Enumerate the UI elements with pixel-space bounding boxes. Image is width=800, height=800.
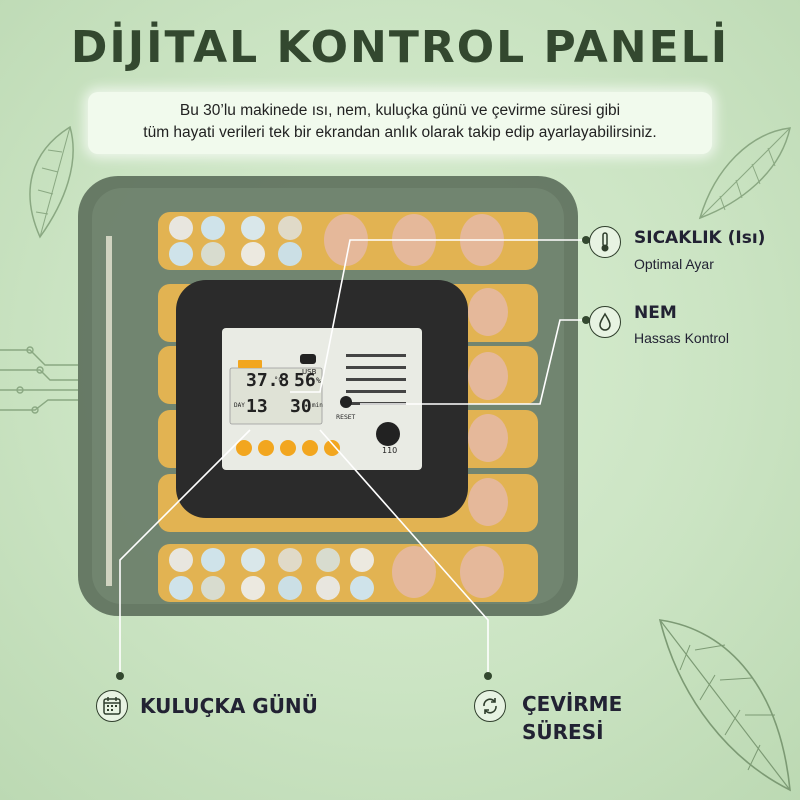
power-switch [376,422,400,446]
description-line-1: Bu 30’lu makinede ısı, nem, kuluçka günü… [179,102,621,119]
lcd-day-label: DAY [234,402,245,409]
incubation-day-title: KULUÇKA GÜNÜ [140,694,318,718]
leaf-decoration-left [29,125,74,239]
lcd-readouts: 37.8 °C 56 % DAY 13 30 min [232,368,324,424]
reset-button [340,396,352,408]
lcd-temperature-unit: °C [274,376,283,384]
reset-label: RESET [336,414,356,421]
humidity-subtitle: Hassas Kontrol [634,330,729,346]
turning-time-title-line-2: SÜRESİ [522,720,604,744]
thermometer-icon [589,226,621,258]
humidity-title: NEM [634,303,677,323]
lcd-minutes: 30 [290,396,312,417]
usb-label: USB [302,368,317,376]
temperature-title: SICAKLIK (Isı) [634,228,766,248]
lcd-humidity-unit: % [316,376,321,385]
water-drop-icon [589,306,621,338]
lcd-minutes-unit: min [312,402,323,409]
circuit-decoration-left [0,346,78,414]
temperature-subtitle: Optimal Ayar [634,256,714,272]
rotate-icon [474,690,506,722]
leaf-decoration-right [698,127,791,220]
usb-port [300,354,316,364]
calendar-icon [96,690,128,722]
power-label: 110 [382,446,398,455]
description-line-2: tüm hayati verileri tek bir ekrandan anl… [143,124,657,141]
description-box: Bu 30’lu makinede ısı, nem, kuluçka günü… [88,92,712,154]
incubator-illustration [78,176,578,616]
leaf-decoration-bottom-right [658,619,791,792]
page-title: DİJİTAL KONTROL PANELİ [70,22,730,73]
lcd-day: 13 [246,396,268,417]
lcd-temperature: 37.8 [246,370,290,391]
turning-time-title-line-1: ÇEVİRME [522,692,623,716]
